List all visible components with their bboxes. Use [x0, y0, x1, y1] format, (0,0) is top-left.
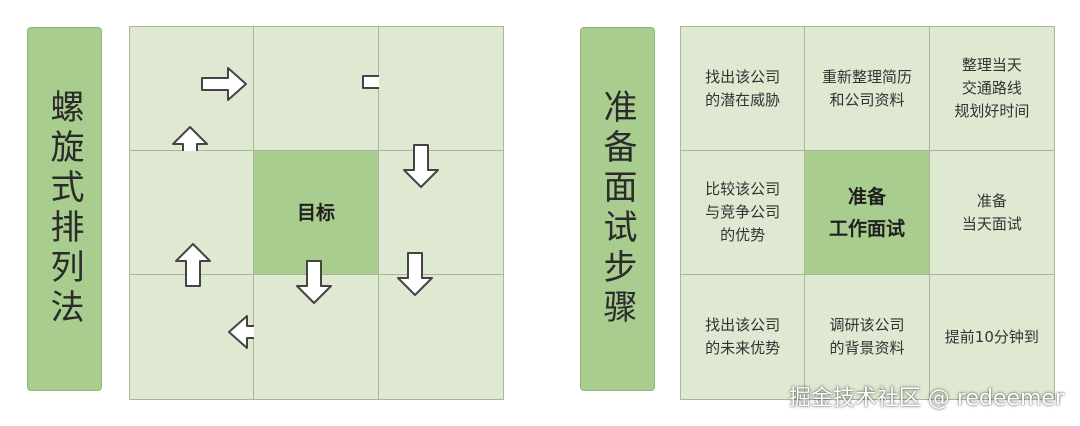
step-cell: 调研该公司 的背景资料 — [805, 275, 930, 399]
step-center-text: 准备 工作面试 — [828, 185, 905, 240]
arrow-right-icon — [200, 65, 248, 103]
step-cell: 找出该公司 的潜在威胁 — [681, 27, 806, 151]
step-cell: 提前10分钟到 — [929, 275, 1054, 399]
step-text: 找出该公司 的未来优势 — [705, 316, 781, 357]
spiral-cell-r3c3 — [378, 252, 503, 399]
spiral-cell-r1c1 — [130, 27, 255, 170]
interview-steps-label-text: 准备面试步骤 — [597, 89, 637, 329]
step-text: 找出该公司 的潜在威胁 — [705, 67, 781, 109]
step-cell-center: 准备 工作面试 — [805, 151, 930, 275]
spiral-cell-goal: 目标 — [254, 151, 379, 275]
step-text: 提前10分钟到 — [944, 327, 1039, 346]
step-text: 准备 当天面试 — [961, 191, 1022, 233]
step-text: 比较该公司 与竞争公司 的优势 — [705, 180, 781, 244]
interview-steps-grid: 找出该公司 的潜在威胁 重新整理简历 和公司资料 整理当天 交通路线 规划好时间… — [680, 26, 1055, 400]
goal-text: 目标 — [296, 201, 335, 224]
spiral-method-label: 螺旋式排列法 — [27, 27, 102, 391]
spiral-cell-r2c3 — [378, 144, 503, 275]
interview-steps-label: 准备面试步骤 — [580, 27, 655, 391]
arrow-up-icon — [173, 242, 213, 288]
step-cell: 整理当天 交通路线 规划好时间 — [929, 27, 1054, 151]
step-cell: 找出该公司 的未来优势 — [681, 275, 806, 399]
step-text: 整理当天 交通路线 规划好时间 — [954, 56, 1030, 120]
step-text: 调研该公司 的背景资料 — [829, 316, 905, 357]
spiral-cell-r1c3 — [378, 27, 503, 151]
arrow-down-icon — [401, 143, 441, 189]
step-text: 重新整理简历 和公司资料 — [821, 67, 912, 109]
arrow-down-icon — [294, 259, 334, 305]
spiral-cell-r3c1 — [130, 243, 274, 399]
spiral-grid: 目标 — [129, 26, 504, 400]
spiral-cell-r3c2 — [254, 260, 379, 399]
step-cell: 比较该公司 与竞争公司 的优势 — [681, 151, 806, 275]
step-cell: 重新整理简历 和公司资料 — [805, 27, 930, 151]
spiral-method-label-text: 螺旋式排列法 — [44, 89, 84, 329]
step-cell: 准备 当天面试 — [929, 151, 1054, 275]
arrow-down-icon — [395, 251, 435, 297]
watermark: 掘金技术社区 @ redeemer — [788, 386, 1064, 411]
spiral-cell-r1c2 — [254, 27, 409, 151]
